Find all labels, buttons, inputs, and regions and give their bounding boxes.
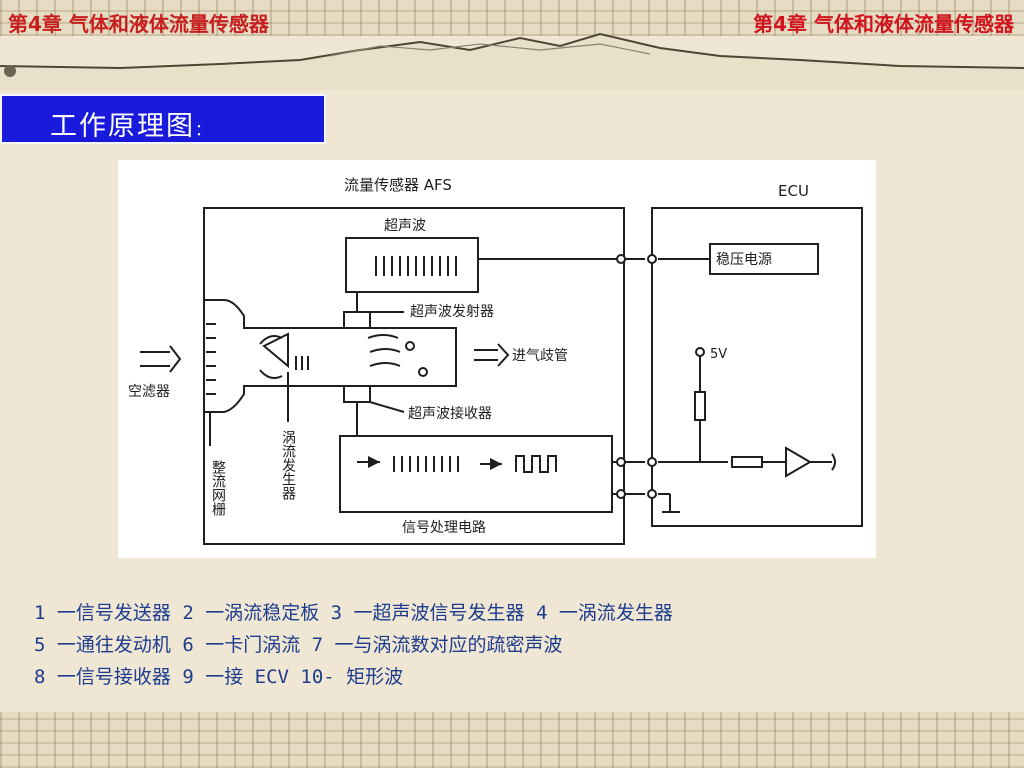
signal-circuit-label: 信号处理电路 bbox=[402, 520, 486, 536]
working-principle-diagram: 流量传感器 AFS ECU 超声波 超声波发射器 超声波接收器 稳压电源 5V … bbox=[118, 160, 876, 558]
legend-line-3: 8 一信号接收器 9 一接 ECV 10- 矩形波 bbox=[34, 666, 404, 688]
diagram-canvas: 流量传感器 AFS ECU 超声波 超声波发射器 超声波接收器 稳压电源 5V … bbox=[128, 176, 863, 545]
section-heading-box: 工作原理图： bbox=[0, 94, 326, 144]
vortex-generator-label: 涡流发生器 bbox=[280, 430, 296, 500]
transmitter-element bbox=[343, 311, 371, 329]
chapter-title-left: 第4章 气体和液体流量传感器 bbox=[8, 12, 269, 36]
section-heading-colon: ： bbox=[195, 120, 214, 139]
top-border-pattern bbox=[0, 0, 1024, 36]
chapter-title-right: 第4章 气体和液体流量传感器 bbox=[753, 12, 1014, 36]
legend-line-1: 1 一信号发送器 2 一涡流稳定板 3 一超声波信号发生器 4 一涡流发生器 bbox=[34, 602, 673, 624]
afs-label: 流量传感器 AFS bbox=[344, 176, 452, 194]
receiver-label: 超声波接收器 bbox=[408, 405, 492, 422]
section-heading: 工作原理图： bbox=[50, 104, 213, 143]
ecu-box bbox=[651, 207, 863, 527]
ultrasonic-box bbox=[345, 237, 479, 293]
ecu-label: ECU bbox=[778, 182, 809, 200]
afs-outer-box bbox=[203, 207, 625, 545]
flow-tube bbox=[204, 299, 457, 413]
bottom-border-pattern bbox=[0, 712, 1024, 768]
rectifier-grid-label: 整流网栅 bbox=[210, 460, 226, 517]
air-filter-label: 空滤器 bbox=[128, 384, 170, 400]
regulator-label: 稳压电源 bbox=[716, 252, 772, 268]
voltage-label: 5V bbox=[710, 347, 727, 362]
receiver-element bbox=[343, 385, 371, 403]
ultrasonic-label: 超声波 bbox=[384, 218, 426, 234]
section-heading-text: 工作原理图 bbox=[50, 111, 195, 142]
intake-manifold-label: 进气歧管 bbox=[512, 348, 568, 364]
transmitter-label: 超声波发射器 bbox=[410, 304, 494, 320]
signal-circuit-box bbox=[339, 435, 613, 513]
legend-line-2: 5 一通往发动机 6 一卡门涡流 7 一与涡流数对应的疏密声波 bbox=[34, 634, 563, 656]
legend: 1 一信号发送器 2 一涡流稳定板 3 一超声波信号发生器 4 一涡流发生器 5… bbox=[34, 597, 994, 693]
mountain-landscape-decoration bbox=[0, 32, 1024, 90]
